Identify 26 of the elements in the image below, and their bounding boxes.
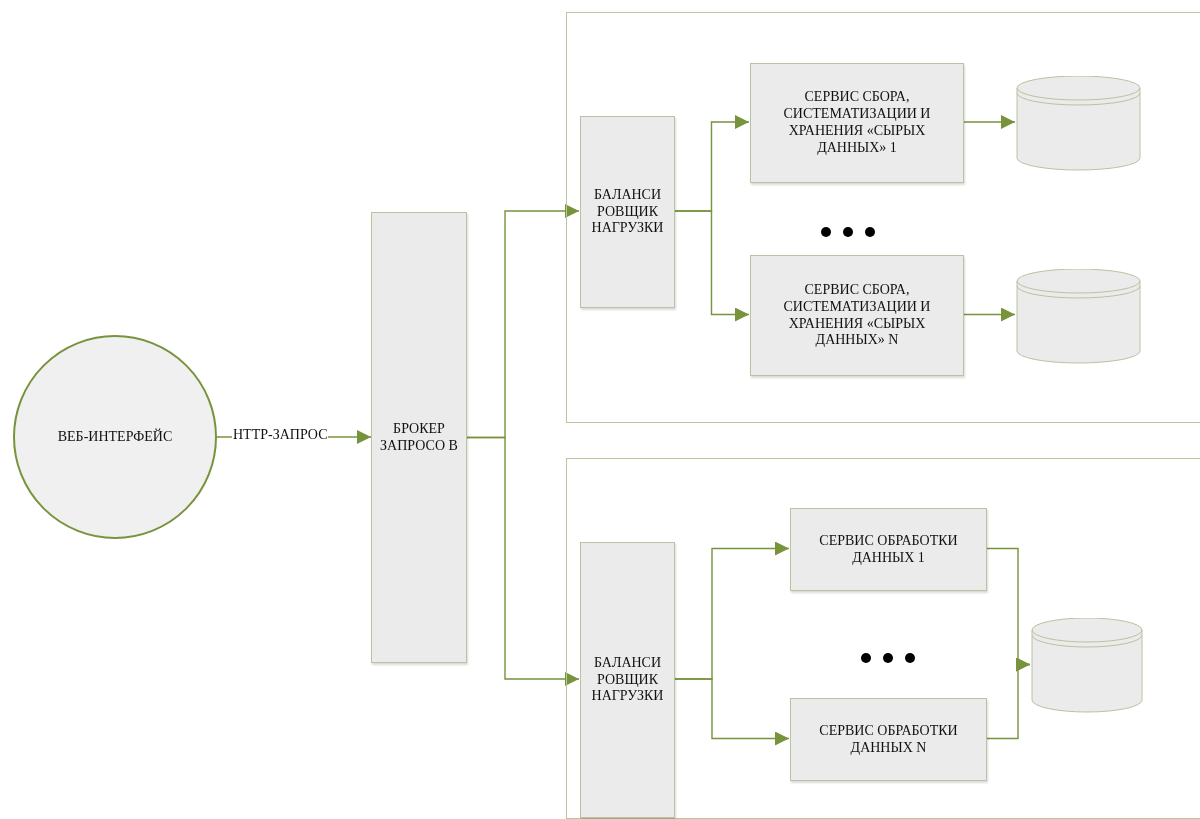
node-label: СЕРВИС ОБРАБОТКИ ДАННЫХ N (818, 722, 959, 757)
arrow (962, 115, 1016, 129)
node-label: ВЕБ-ИНТЕРФЕЙС (56, 428, 174, 446)
node-label: СЕРВИС ОБРАБОТКИ ДАННЫХ 1 (818, 532, 959, 567)
arrow (985, 657, 1031, 740)
node-label: БРОКЕР ЗАПРОСО В (379, 420, 459, 455)
service-box (790, 508, 987, 591)
service-box (750, 255, 964, 376)
node-label: БАЛАНСИ РОВЩИК НАГРУЗКИ (590, 654, 665, 706)
balancer-box (580, 116, 675, 308)
group-panel (566, 458, 1200, 819)
arrow (673, 678, 790, 746)
node-label: СЕРВИС СБОРА, СИСТЕМАТИЗАЦИИ И ХРАНЕНИЯ «СЫРЫХ ДАННЫХ» N (782, 281, 932, 350)
database-cylinder (1031, 618, 1143, 713)
group-panel (566, 12, 1200, 423)
database-cylinder (1016, 76, 1141, 171)
arrow (673, 210, 750, 322)
database-cylinder (1016, 269, 1141, 364)
broker-box (371, 212, 467, 663)
service-box (750, 63, 964, 183)
node-label: СЕРВИС СБОРА, СИСТЕМАТИЗАЦИИ И ХРАНЕНИЯ «СЫРЫХ ДАННЫХ» 1 (782, 89, 932, 157)
arrow (962, 307, 1016, 322)
node-label: БАЛАНСИ РОВЩИК НАГРУЗКИ (590, 186, 665, 238)
arrow (466, 436, 580, 686)
balancer-box (580, 542, 675, 818)
service-box (790, 698, 987, 781)
